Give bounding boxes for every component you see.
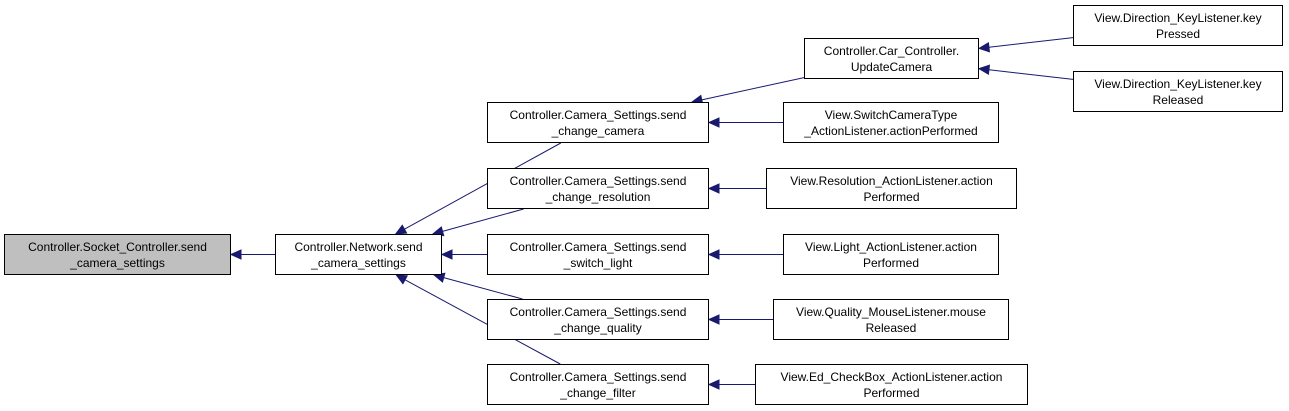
node-switch-camera-type-listener[interactable]: View.SwitchCameraType _ActionListener.ac… bbox=[783, 102, 999, 143]
arrowhead-icon bbox=[229, 249, 242, 260]
node-label-line1: Controller.Socket_Controller.send bbox=[28, 239, 207, 254]
node-direction-key-released[interactable]: View.Direction_KeyListener.key Released bbox=[1073, 71, 1283, 112]
arrowhead-icon bbox=[707, 314, 720, 325]
node-ed-checkbox-action-listener[interactable]: View.Ed_CheckBox_ActionListener.action P… bbox=[755, 364, 1028, 405]
edge-line bbox=[701, 77, 805, 101]
node-label-line2: Released bbox=[865, 320, 917, 335]
arrowhead-icon bbox=[707, 117, 720, 128]
arrowhead-icon bbox=[394, 224, 408, 235]
node-label-line2: Performed bbox=[862, 255, 920, 270]
edge-line bbox=[988, 69, 1074, 80]
edge-resolution_listener-to-send_change_resolution bbox=[707, 183, 766, 194]
node-label-line2: _ActionListener.actionPerformed bbox=[804, 123, 978, 138]
edge-line bbox=[988, 37, 1074, 48]
node-label-line2: Pressed bbox=[1155, 26, 1201, 41]
edge-line bbox=[443, 277, 523, 300]
node-label-line1: View.Quality_MouseListener.mouse bbox=[796, 304, 986, 319]
node-resolution-action-listener[interactable]: View.Resolution_ActionListener.action Pe… bbox=[766, 168, 1017, 209]
edge-light_listener-to-send_switch_light bbox=[707, 249, 783, 260]
edge-send_change_quality-to-network bbox=[432, 272, 523, 300]
node-label-line2: _change_quality bbox=[554, 320, 642, 335]
arrowhead-icon bbox=[395, 274, 409, 285]
node-send-change-resolution[interactable]: Controller.Camera_Settings.send _change_… bbox=[487, 168, 709, 209]
arrowhead-icon bbox=[707, 183, 720, 194]
edge-direction_key_pressed-to-update_camera bbox=[977, 37, 1074, 53]
edge-send_change_resolution-to-network bbox=[431, 208, 524, 237]
node-send-change-filter[interactable]: Controller.Camera_Settings.send _change_… bbox=[487, 364, 709, 405]
arrowhead-icon bbox=[707, 249, 720, 260]
node-label-line2: UpdateCamera bbox=[850, 59, 933, 74]
node-light-action-listener[interactable]: View.Light_ActionListener.action Perform… bbox=[783, 234, 999, 275]
edge-ed_checkbox_listener-to-send_change_filter bbox=[707, 379, 755, 390]
node-label-line2: _change_filter bbox=[560, 385, 636, 400]
node-network-send-camera-settings[interactable]: Controller.Network.send _camera_settings bbox=[275, 234, 442, 275]
edge-network-to-socket_controller bbox=[229, 249, 275, 260]
node-label-line1: View.Ed_CheckBox_ActionListener.action bbox=[780, 369, 1003, 384]
node-label-line2: _switch_light bbox=[563, 255, 633, 270]
node-label-line1: View.SwitchCameraType bbox=[824, 107, 958, 122]
node-label-line2: _change_resolution bbox=[545, 189, 651, 204]
node-car-controller-update-camera[interactable]: Controller.Car_Controller. UpdateCamera bbox=[804, 38, 979, 79]
arrowhead-icon bbox=[707, 379, 720, 390]
node-label-line1: Controller.Camera_Settings.send bbox=[509, 304, 687, 319]
node-send-change-camera[interactable]: Controller.Camera_Settings.send _change_… bbox=[487, 102, 709, 143]
node-label-line1: Controller.Network.send bbox=[294, 239, 423, 254]
node-label-line1: View.Direction_KeyListener.key bbox=[1094, 76, 1262, 91]
node-send-change-quality[interactable]: Controller.Camera_Settings.send _change_… bbox=[487, 299, 709, 340]
node-socket-controller-send-camera-settings: Controller.Socket_Controller.send _camer… bbox=[4, 234, 231, 275]
edge-send_change_filter-to-network bbox=[395, 274, 561, 365]
arrowhead-icon bbox=[440, 249, 453, 260]
node-label-line2: Performed bbox=[863, 385, 920, 400]
edge-line bbox=[404, 279, 561, 365]
node-label-line1: Controller.Camera_Settings.send bbox=[509, 173, 687, 188]
edge-direction_key_released-to-update_camera bbox=[977, 64, 1074, 80]
node-label-line2: _camera_settings bbox=[311, 255, 406, 270]
edge-line bbox=[404, 142, 562, 230]
node-label-line2: Performed bbox=[863, 189, 920, 204]
node-label-line1: Controller.Camera_Settings.send bbox=[509, 369, 687, 384]
node-direction-key-pressed[interactable]: View.Direction_KeyListener.key Pressed bbox=[1073, 5, 1283, 46]
node-label-line1: View.Resolution_ActionListener.action bbox=[790, 173, 993, 188]
node-label-line1: Controller.Car_Controller. bbox=[823, 43, 960, 58]
node-label-line1: View.Light_ActionListener.action bbox=[805, 239, 977, 254]
edge-quality_listener-to-send_change_quality bbox=[707, 314, 773, 325]
edge-update_camera-to-send_change_camera bbox=[690, 77, 805, 105]
node-label-line2: _camera_settings bbox=[70, 255, 165, 270]
edge-line bbox=[442, 208, 524, 232]
arrowhead-icon bbox=[977, 64, 991, 76]
edge-send_switch_light-to-network bbox=[440, 249, 487, 260]
node-label-line1: Controller.Camera_Settings.send bbox=[509, 239, 687, 254]
node-quality-mouse-listener[interactable]: View.Quality_MouseListener.mouse Release… bbox=[773, 299, 1009, 340]
node-label-line2: Released bbox=[1152, 92, 1204, 107]
node-label-line2: _change_camera bbox=[551, 123, 645, 138]
node-label-line1: View.Direction_KeyListener.key bbox=[1094, 10, 1262, 25]
edge-switch_camera_type-to-send_change_camera bbox=[707, 117, 783, 128]
arrowhead-icon bbox=[977, 41, 991, 53]
node-send-switch-light[interactable]: Controller.Camera_Settings.send _switch_… bbox=[487, 234, 709, 275]
node-label-line1: Controller.Camera_Settings.send bbox=[509, 107, 687, 122]
edge-send_change_camera-to-network bbox=[394, 142, 562, 235]
